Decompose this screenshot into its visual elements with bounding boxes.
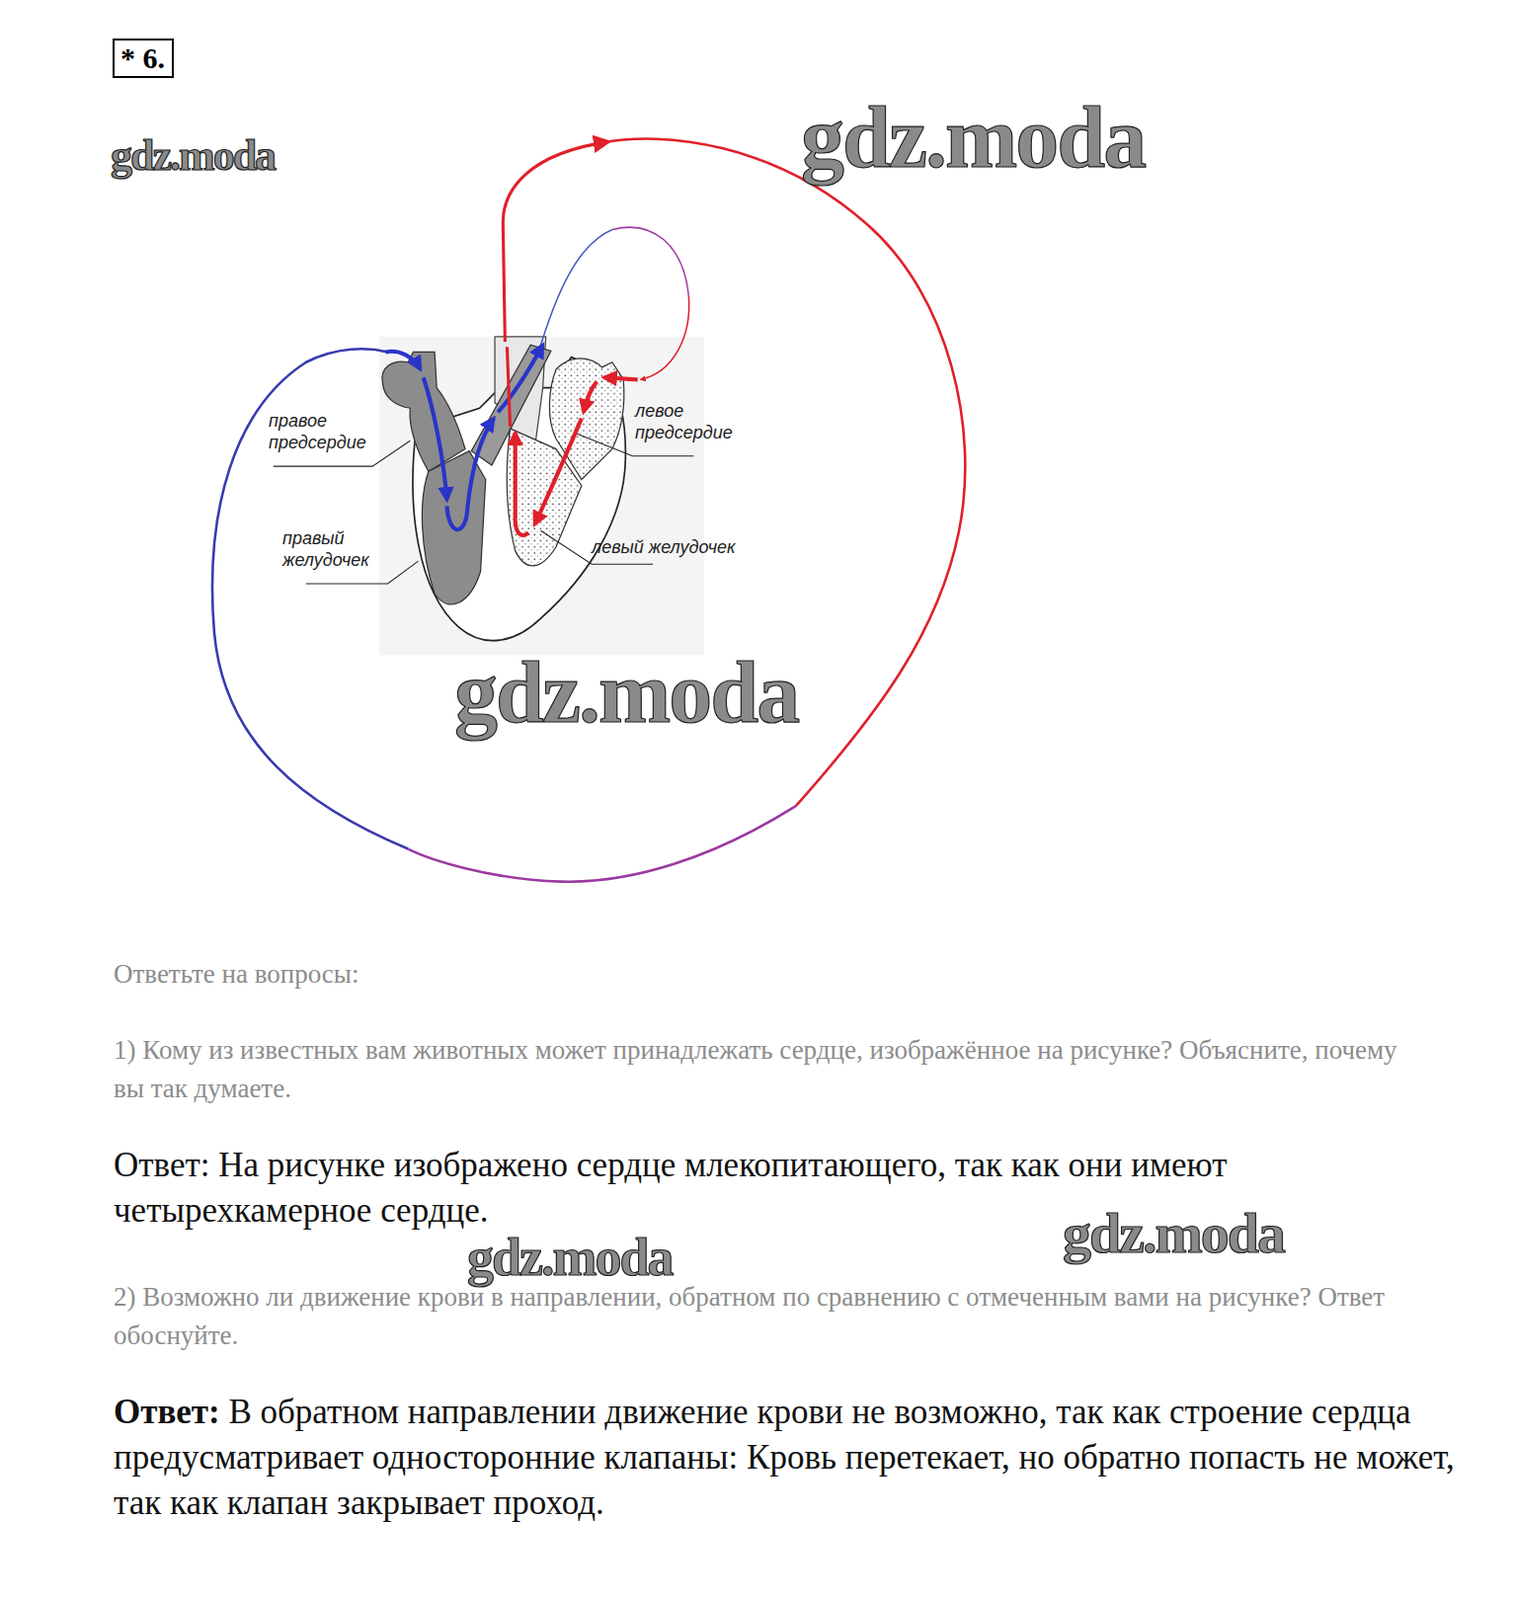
- blood-flow-arrow: [604, 377, 638, 380]
- task-number: * 6.: [120, 40, 166, 77]
- blood-flow-arrow: [446, 418, 494, 531]
- watermark: gdz.moda: [110, 134, 275, 178]
- part-label: левый желудочек: [591, 537, 736, 559]
- answer-text: В обратном направлении движение крови не…: [113, 1392, 1455, 1522]
- question-text: 1) Кому из известных вам животных может …: [113, 1031, 1408, 1109]
- watermark: gdz.moda: [467, 1230, 673, 1284]
- watermark: gdz.moda: [1062, 1204, 1284, 1263]
- blood-flow-arrow: [506, 346, 510, 427]
- aorta-arrow: [502, 142, 608, 342]
- question-text: 2) Возможно ли движение крови в направле…: [113, 1277, 1477, 1355]
- watermark: gdz.moda: [454, 649, 798, 737]
- right-atrium: [382, 351, 466, 472]
- blood-flow-arrow: [515, 432, 530, 536]
- lung-capillary-line: [612, 227, 689, 296]
- part-label: правое предсердие: [268, 410, 380, 455]
- instruction-text: Ответьте на вопросы:: [113, 955, 1398, 994]
- blood-flow-arrow: [386, 351, 421, 370]
- answer-paragraph: Ответ:В обратном направлении движение кр…: [113, 1389, 1497, 1526]
- systemic-vein-line: [212, 348, 408, 849]
- part-label: левое предсердие: [635, 400, 746, 445]
- blood-flow-arrow: [423, 377, 448, 500]
- blood-flow-arrow: [534, 418, 582, 525]
- blood-flow-arrow: [497, 344, 543, 412]
- answer-heading: Ответ:: [113, 1392, 221, 1432]
- watermark: gdz.moda: [800, 94, 1145, 182]
- part-label: правый желудочек: [282, 528, 394, 572]
- blood-flow-arrow: [583, 381, 597, 412]
- task-number-box: * 6.: [112, 38, 174, 79]
- capillary-line: [407, 805, 797, 882]
- heart-ground: [379, 336, 705, 655]
- pulmonary-vein-line: [640, 296, 690, 381]
- pulmonary-artery-line: [541, 229, 613, 345]
- drawing: [212, 139, 965, 882]
